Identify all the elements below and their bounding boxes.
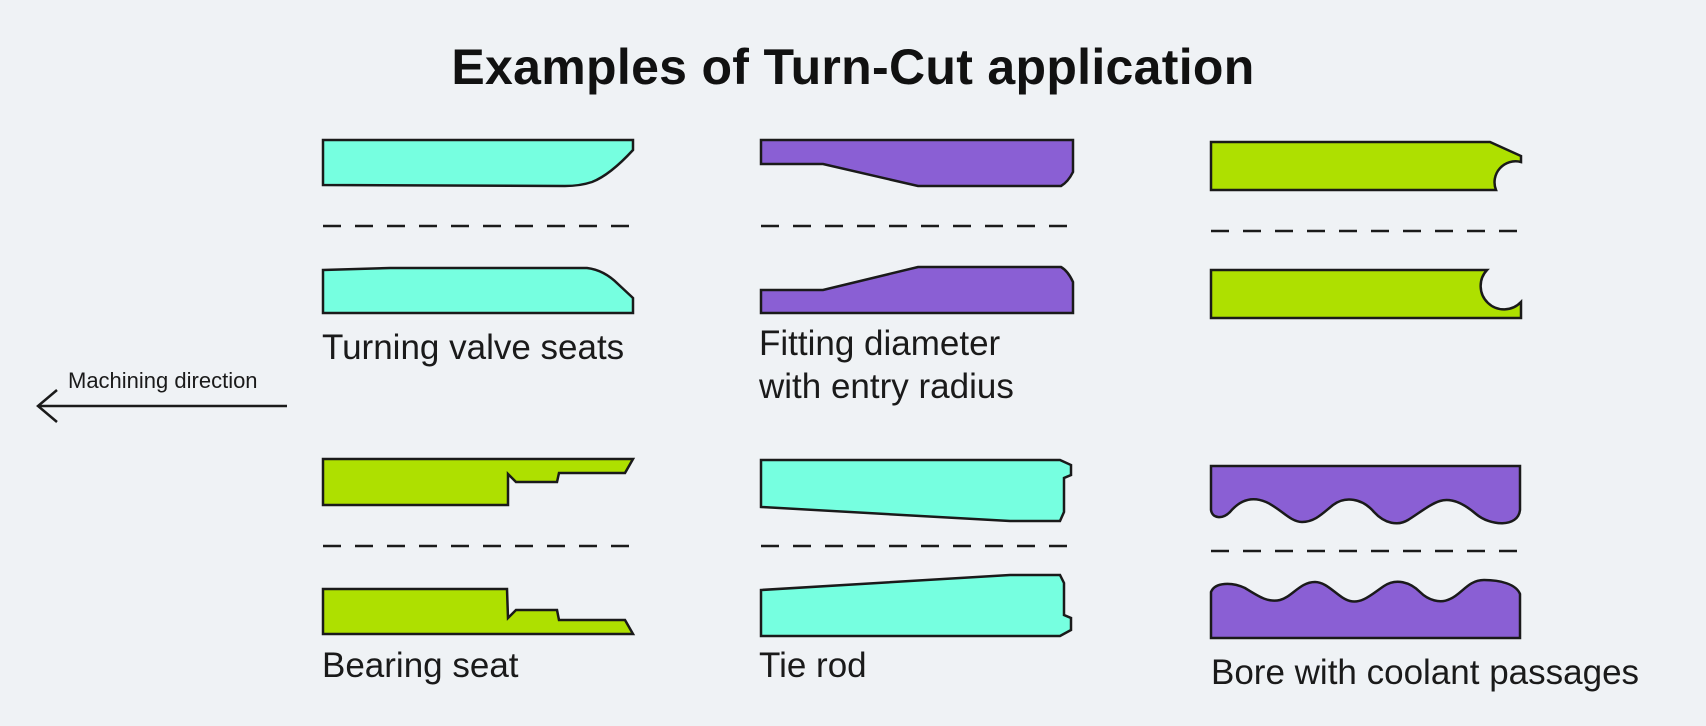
- valve-seats-label: Turning valve seats: [322, 328, 625, 367]
- page-title: Examples of Turn-Cut application: [451, 39, 1255, 95]
- valve-seats-upper-part: [321, 138, 635, 188]
- bearing-seat-lower-part: [321, 587, 636, 636]
- fitting-diameter-lower-part: [759, 265, 1075, 315]
- machining-direction-label: Machining direction: [68, 368, 258, 393]
- valve-seats-lower-part: [321, 266, 635, 315]
- fitting-diameter-upper-part: [759, 138, 1075, 188]
- tie-rod-shape: [759, 458, 1075, 638]
- bearing-seat-label: Bearing seat: [322, 646, 519, 685]
- tie-rod-upper-part: [759, 458, 1073, 523]
- groove-lower-part: [1209, 268, 1523, 320]
- tie-rod-lower-part: [759, 573, 1073, 638]
- bore-coolant-upper-part: [1209, 464, 1522, 525]
- bore-coolant-label: Bore with coolant passages: [1211, 653, 1640, 692]
- fitting-diameter-label-line-2: with entry radius: [759, 367, 1014, 406]
- groove-shape: [1209, 140, 1524, 320]
- fitting-diameter-shape: [759, 138, 1075, 315]
- bore-coolant-lower-part: [1209, 578, 1522, 640]
- groove-upper-part: [1209, 140, 1523, 192]
- bearing-seat-shape: [321, 457, 636, 636]
- valve-seats-shape: [321, 138, 635, 315]
- bore-coolant-shape: [1209, 464, 1524, 640]
- machining-direction-arrow: [36, 389, 287, 423]
- tie-rod-label: Tie rod: [759, 646, 867, 685]
- bearing-seat-upper-part: [321, 457, 636, 507]
- fitting-diameter-label-line-1: Fitting diameter: [759, 324, 1001, 363]
